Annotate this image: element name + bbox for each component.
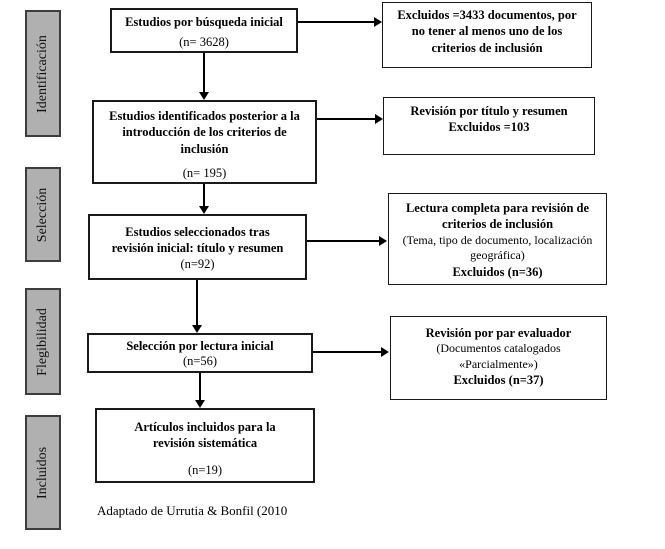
exclusion-text: Revisión por par evaluador — [425, 326, 572, 340]
stage-label-identificacion: Identificación — [25, 10, 61, 137]
right-arrow-line — [307, 240, 381, 242]
flow-box-incluidos-revision: Artículos incluidos para la revisión sis… — [95, 408, 315, 483]
down-arrow-line — [196, 280, 198, 326]
down-arrow-icon — [199, 92, 209, 100]
flow-box-title: Estudios identificados posterior a la in… — [109, 109, 300, 156]
down-arrow-line — [203, 184, 205, 208]
right-arrow-icon — [379, 236, 387, 246]
exclusion-note: (Documentos catalogados «Parcialmente») — [436, 341, 561, 371]
exclusion-count: Excluidos (n=36) — [452, 264, 543, 279]
stage-label-text: Identificación — [35, 34, 50, 113]
flow-box-identificados: Estudios identificados posterior a la in… — [92, 100, 317, 184]
stage-label-seleccion: Selección — [25, 167, 61, 262]
flow-box-title: Selección por lectura inicial — [126, 339, 274, 353]
down-arrow-line — [199, 373, 201, 402]
right-arrow-icon — [381, 347, 389, 357]
flow-box-count: (n=56) — [182, 354, 218, 369]
down-arrow-icon — [199, 206, 209, 214]
exclusion-box-2: Revisión por título y resumen Excluidos … — [383, 97, 595, 155]
exclusion-box-3: Lectura completa para revisión de criter… — [388, 193, 607, 285]
right-arrow-line — [317, 118, 377, 120]
stage-label-text: Incluidos — [35, 446, 51, 499]
exclusion-note: (Tema, tipo de documento, localización g… — [402, 232, 593, 263]
source-caption: Adaptado de Urrutia & Bonfil (2010 — [97, 503, 288, 518]
flow-box-count: (n= 195) — [182, 165, 227, 180]
exclusion-text: Revisión por título y resumen Excluidos … — [410, 104, 568, 135]
stage-label-text: Selección — [35, 187, 51, 242]
right-arrow-icon — [375, 114, 383, 124]
flow-box-title: Estudios por búsqueda inicial — [125, 15, 283, 29]
down-arrow-icon — [195, 400, 205, 408]
stage-label-flegibilidad: Flegibilidad — [25, 288, 61, 395]
flow-box-seleccionados: Estudios seleccionados tras revisión ini… — [88, 214, 307, 280]
stage-label-incluidos: Incluidos — [25, 415, 61, 530]
flow-box-lectura-inicial: Selección por lectura inicial (n=56) — [87, 333, 313, 373]
stage-label-text: Flegibilidad — [35, 307, 51, 376]
down-arrow-icon — [192, 325, 202, 333]
exclusion-box-1: Excluidos =3433 documentos, por no tener… — [382, 2, 592, 68]
flow-box-title: Artículos incluidos para la revisión sis… — [134, 420, 276, 451]
exclusion-text: Excluidos =3433 documentos, por no tener… — [397, 8, 577, 55]
flow-box-count: (n= 3628) — [179, 35, 229, 50]
exclusion-text: Lectura completa para revisión de criter… — [405, 201, 590, 232]
right-arrow-line — [313, 351, 383, 353]
exclusion-box-4: Revisión por par evaluador (Documentos c… — [390, 316, 607, 400]
flow-box-title: Estudios seleccionados tras revisión ini… — [111, 225, 284, 256]
flow-box-count: (n=19) — [187, 462, 223, 477]
right-arrow-line — [298, 21, 376, 23]
flow-box-busqueda-inicial: Estudios por búsqueda inicial (n= 3628) — [110, 8, 298, 53]
down-arrow-line — [203, 53, 205, 93]
right-arrow-icon — [374, 17, 382, 27]
exclusion-count: Excluidos (n=37) — [453, 373, 544, 388]
flow-box-count: (n=92) — [180, 256, 215, 271]
